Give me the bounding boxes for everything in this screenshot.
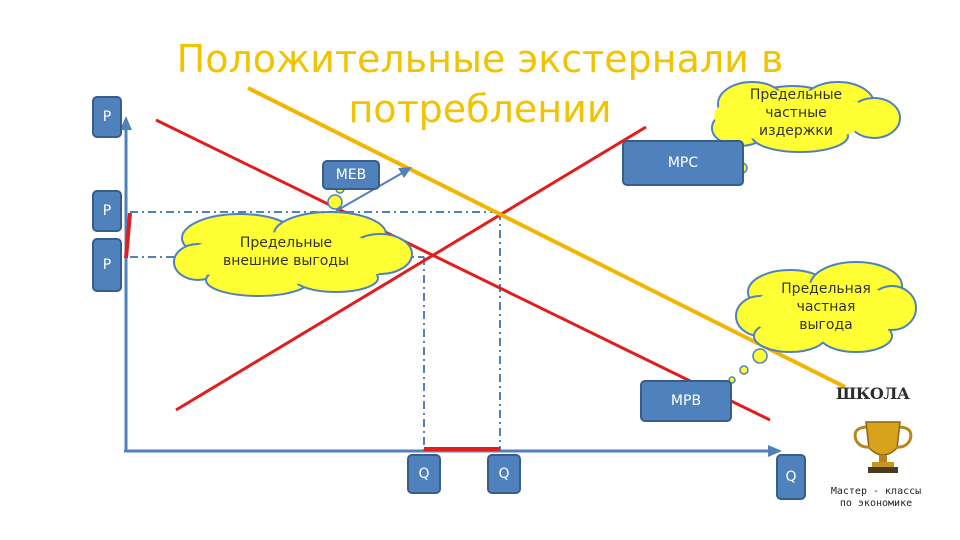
y-axis-arrow [120, 116, 132, 130]
mpc-cloud-text: Предельные частные издержки [749, 87, 843, 139]
p-lower-label: P [92, 238, 122, 292]
mpb-cloud-text: Предельная частная выгода [781, 281, 871, 333]
mpb-label: MPB [640, 380, 732, 422]
meb-label: MEB [322, 160, 380, 190]
meb-arrow [335, 171, 405, 212]
meb-arrow-head [398, 167, 412, 178]
meb-cloud-text: Предельные внешние выгоды [222, 235, 350, 269]
q-axis-label: Q [776, 454, 806, 500]
mpc-cloud [711, 81, 901, 186]
mpb-demand-line [155, 118, 771, 422]
mpc-label: MPC [622, 140, 744, 186]
p-upper-label: P [92, 190, 122, 232]
price-gap-segment [124, 212, 132, 259]
trophy-icon [853, 421, 913, 473]
mpb-cloud [728, 261, 917, 384]
q-left-label: Q [407, 454, 441, 494]
x-axis-arrow [768, 445, 782, 457]
footer-caption: Мастер - классы по экономике [830, 486, 922, 509]
q-mid-label: Q [487, 454, 521, 494]
social-benefit-line [247, 86, 846, 389]
slide-title: Положительные экстернали в потреблении [176, 37, 784, 131]
school-logo: ШКОЛА [836, 384, 910, 403]
meb-cloud [173, 184, 413, 297]
mpc-supply-line [175, 125, 647, 412]
p-axis-label: P [92, 96, 122, 138]
